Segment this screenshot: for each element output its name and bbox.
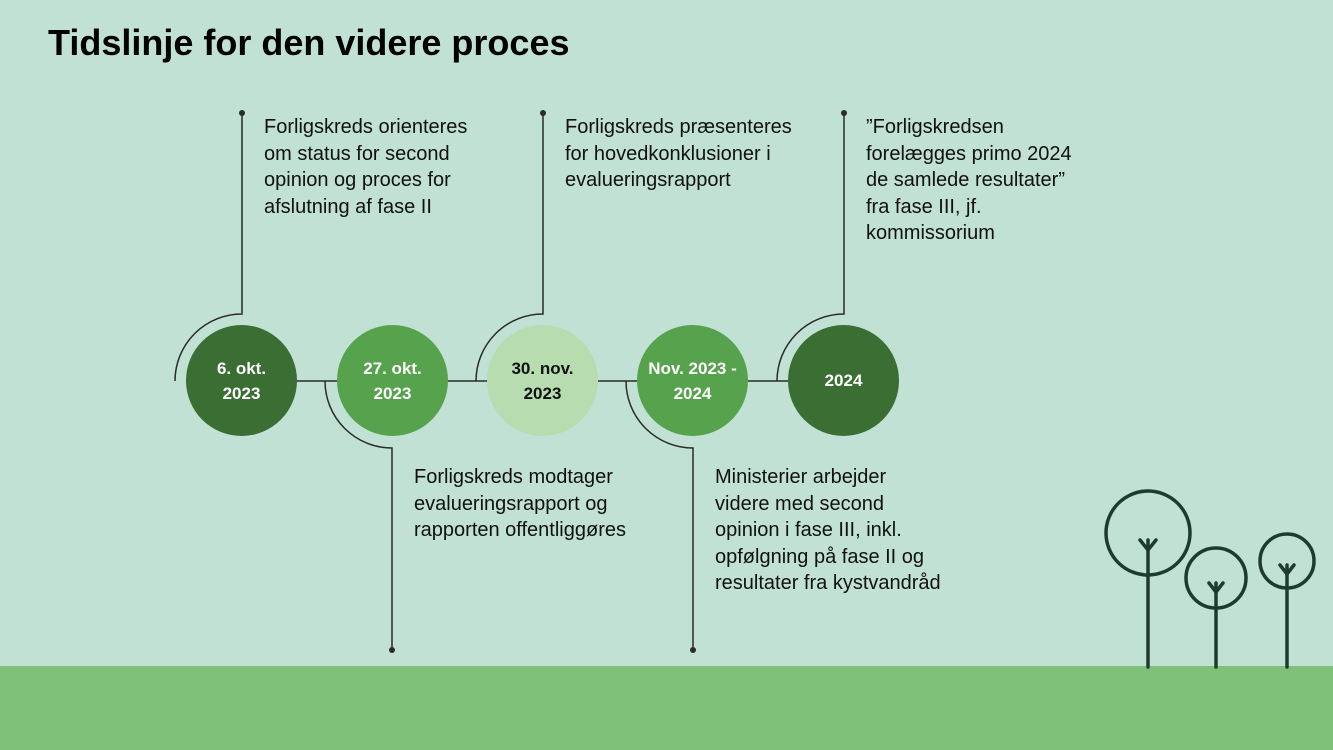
milestone-date-line2: 2024 (673, 383, 712, 403)
milestone-circle-2: 27. okt. 2023 (337, 325, 448, 436)
milestone-date-line1: Nov. 2023 - (648, 358, 737, 378)
milestone-date-line1: 2024 (824, 371, 863, 390)
milestone-date-line1: 6. okt. (216, 358, 267, 378)
stem-up-5 (776, 114, 845, 382)
stem-down-2 (324, 380, 393, 649)
milestone-description-3: Forligskreds præsenteres for hovedkonklu… (565, 116, 792, 191)
milestone-date-line2: 2023 (523, 383, 562, 403)
stem-end-dot (540, 110, 546, 116)
milestone-date-line2: 2023 (373, 383, 412, 403)
milestone-date-line2: 2023 (222, 383, 261, 403)
milestone-circle-5: 2024 (788, 325, 899, 436)
stem-end-dot (690, 647, 696, 653)
milestone-circle-3: 30. nov. 2023 (487, 325, 598, 436)
stem-end-dot (239, 110, 245, 116)
milestone-description-1: Forligskreds orienteres om status for se… (264, 116, 468, 218)
stem-end-dot (841, 110, 847, 116)
slide-title: Tidslinje for den videre proces (48, 22, 570, 63)
milestone-description-5: ”Forligskredsen forelægges primo 2024 de… (866, 116, 1072, 244)
milestone-date-line1: 30. nov. (511, 358, 574, 378)
milestone-description-2: Forligskreds modtager evalueringsrapport… (414, 466, 626, 541)
stem-up-1 (174, 114, 243, 382)
milestone-date-line1: 27. okt. (363, 358, 422, 378)
milestone-circle-4: Nov. 2023 - 2024 (637, 325, 748, 436)
trees-icon (1104, 489, 1316, 669)
stem-end-dot (389, 647, 395, 653)
milestone-description-4: Ministerier arbejder videre med second o… (715, 466, 941, 594)
milestone-circle-1: 6. okt. 2023 (186, 325, 297, 436)
ground-strip (0, 666, 1333, 750)
stem-down-4 (625, 380, 694, 649)
stem-up-3 (475, 114, 544, 382)
